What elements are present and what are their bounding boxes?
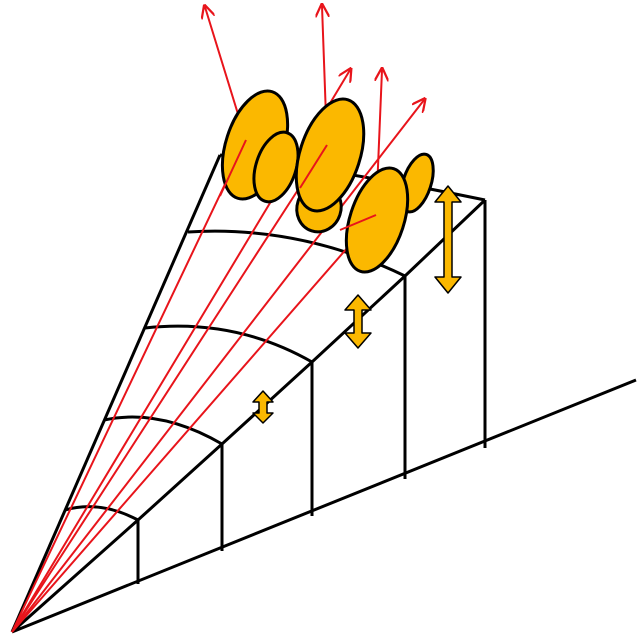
column-dividers <box>136 276 407 584</box>
double-arrow-icon <box>252 390 274 424</box>
range-arc-3 <box>144 324 313 364</box>
particle-4 <box>294 97 366 213</box>
height-markers <box>252 185 462 424</box>
ray-1 <box>11 7 248 633</box>
ray-5 <box>11 100 424 633</box>
ground-line <box>11 378 637 634</box>
double-arrow-icon <box>434 185 462 294</box>
particles <box>220 89 435 274</box>
rays-over <box>219 139 377 231</box>
range-arc-2 <box>103 415 223 446</box>
wedge-left-edge <box>10 154 222 633</box>
particle-6 <box>344 166 410 274</box>
wedge-outline <box>10 153 487 634</box>
double-arrow-icon <box>344 294 372 349</box>
